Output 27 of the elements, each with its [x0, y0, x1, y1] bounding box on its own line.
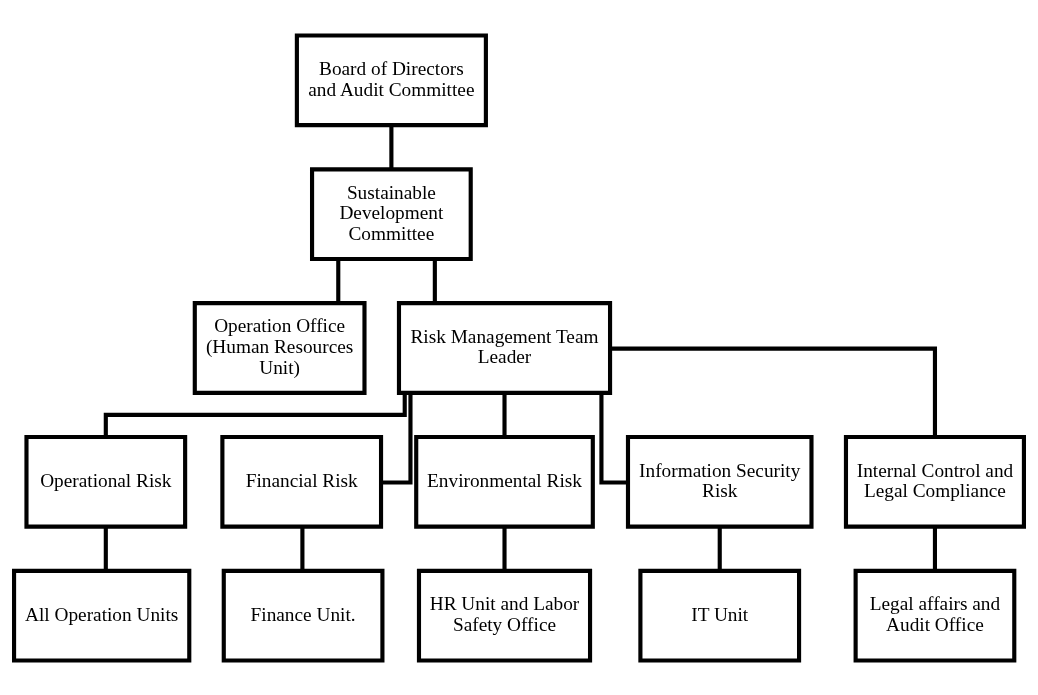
connector — [389, 124, 394, 169]
node-box: Financial Risk — [220, 434, 384, 529]
node-box: Environmental Risk — [414, 434, 595, 529]
node-box: HR Unit and Labor Safety Office — [416, 568, 593, 663]
connector — [336, 258, 341, 303]
connector — [932, 526, 938, 571]
node-box: Operation Office (Human Resources Unit) — [192, 300, 367, 395]
node-box: Sustainable Development Committee — [310, 166, 473, 261]
connector — [599, 392, 628, 485]
connector — [502, 392, 507, 437]
node-box: Board of Directors and Audit Committee — [294, 32, 488, 127]
node-box: Legal affairs and Audit Office — [853, 568, 1017, 663]
node-box: Internal Control and Legal Compliance — [843, 434, 1026, 529]
node-box: Information Security Risk — [625, 434, 814, 529]
connector — [610, 346, 938, 437]
connector — [502, 526, 507, 571]
connector — [103, 526, 108, 571]
node-box: Finance Unit. — [221, 568, 385, 663]
connector — [300, 526, 305, 571]
connector — [432, 258, 437, 303]
node-box: Operational Risk — [24, 434, 188, 529]
connector — [717, 526, 722, 571]
connector — [381, 392, 413, 485]
node-box: IT Unit — [638, 568, 802, 663]
node-box: All Operation Units — [12, 568, 192, 663]
node-box: Risk Management Team Leader — [396, 300, 613, 395]
connector — [103, 392, 407, 437]
